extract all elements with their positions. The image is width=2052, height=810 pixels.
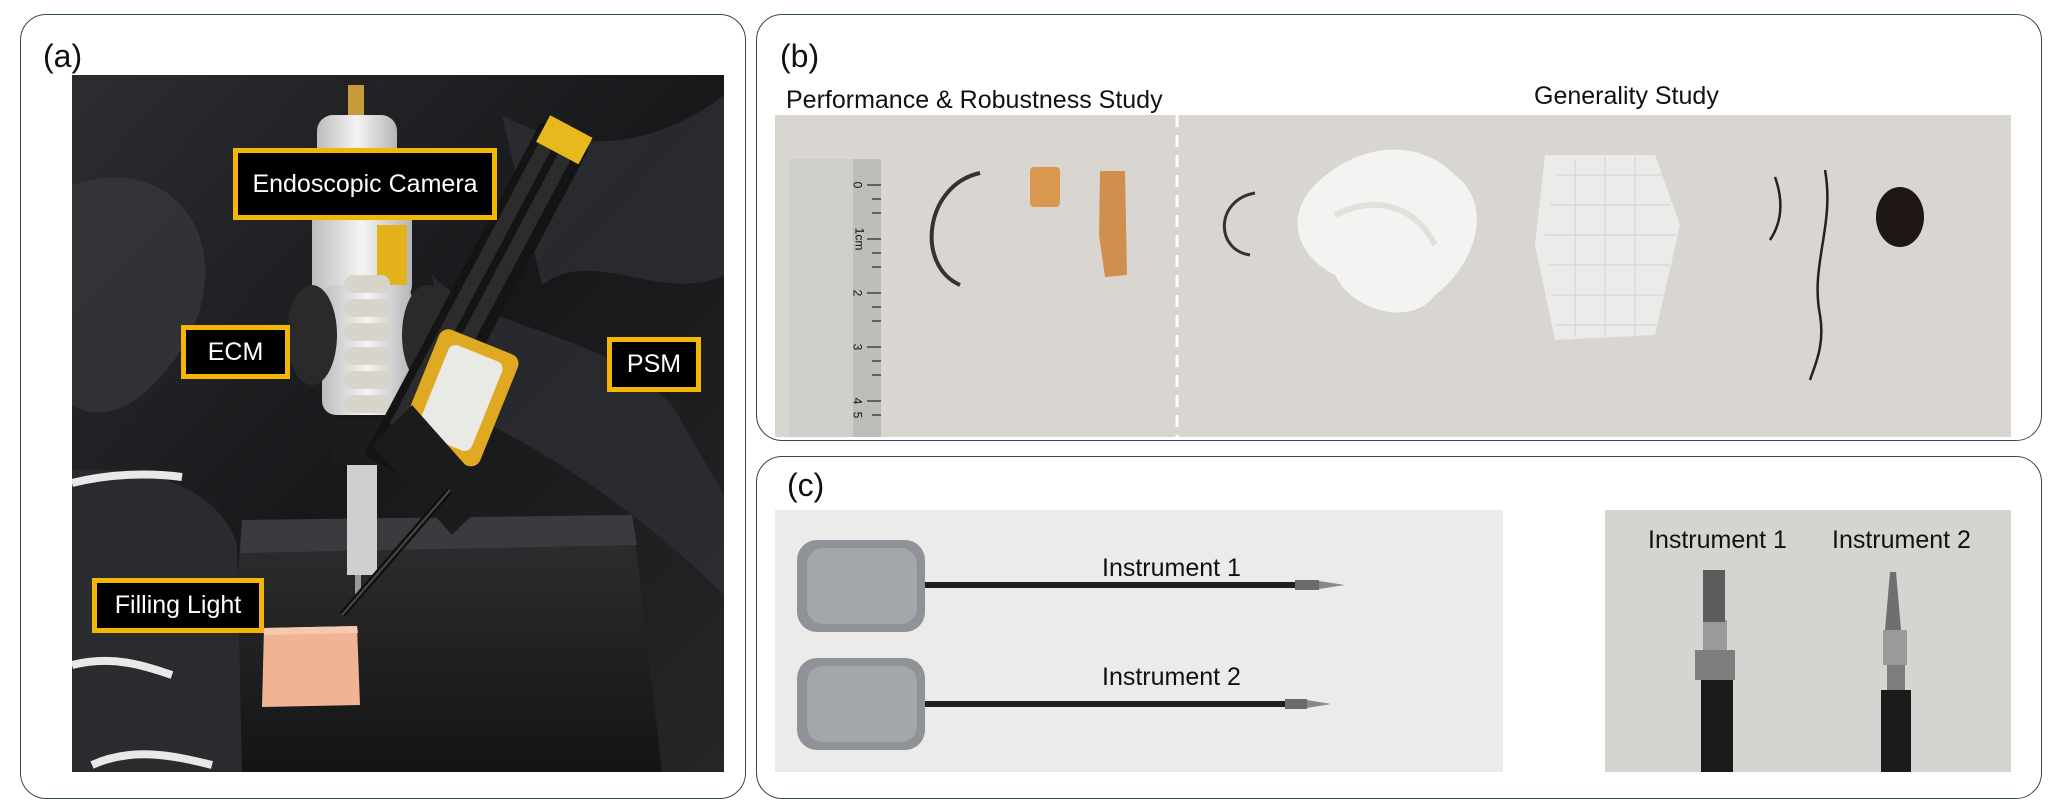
ruler-tick-2: 2 — [850, 289, 865, 297]
endoscopic-camera-label: Endoscopic Camera — [233, 148, 497, 220]
tip-instrument-2-label: Instrument 2 — [1832, 526, 1971, 554]
ruler-tick-4: 4 — [850, 397, 865, 405]
instrument-1-label: Instrument 1 — [1102, 554, 1241, 582]
generality-study-header: Generality Study — [1534, 82, 1719, 110]
objects-photo — [775, 115, 2011, 437]
instrument-tips-photo — [1605, 510, 2011, 772]
psm-label: PSM — [607, 337, 701, 392]
ecm-label: ECM — [181, 325, 290, 379]
instruments-photo — [775, 510, 1503, 772]
ruler-tick-5: 5 — [850, 411, 865, 419]
panel-a-label: (a) — [43, 38, 83, 74]
filling-light-label: Filling Light — [92, 578, 264, 633]
performance-robustness-header: Performance & Robustness Study — [786, 86, 1163, 114]
panel-c-label: (c) — [787, 467, 825, 503]
tip-instrument-1-label: Instrument 1 — [1648, 526, 1787, 554]
ruler-tick-0: 0 — [850, 181, 865, 189]
instrument-2-label: Instrument 2 — [1102, 663, 1241, 691]
panel-b-label: (b) — [780, 38, 820, 74]
ruler-tick-1cm: 1cm — [852, 227, 867, 251]
ruler-tick-3: 3 — [850, 343, 865, 351]
